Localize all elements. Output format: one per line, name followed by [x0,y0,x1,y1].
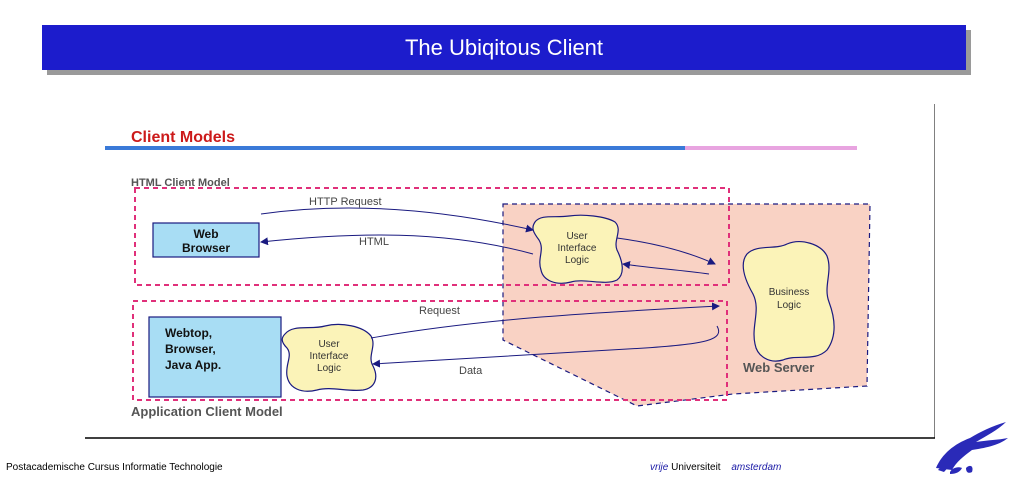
data-arrow [372,325,720,368]
application-client-model-box [132,300,728,401]
ui-logic-bottom-line1: User [318,339,340,350]
ui-logic-bottom-line2: Interface [310,351,349,362]
webtop-line1: Webtop, [165,326,212,340]
ui-logic-top-line1: User [566,231,588,242]
business-to-ui-arrow [622,261,710,275]
html-client-model-box [134,187,730,286]
footer-course: Postacademische Cursus Informatie Techno… [6,462,223,473]
request-arrow [370,302,720,339]
heading-underline-accent [685,146,857,150]
web-browser-line1: Web [193,227,218,241]
web-browser-line2: Browser [182,241,230,255]
webtop-line2: Browser, [165,342,216,356]
application-client-model-label: Application Client Model [131,404,283,419]
footer-vrije: vrije [650,462,669,473]
footer-amsterdam: amsterdam [731,462,782,473]
webtop-box [148,316,282,398]
web-browser-box [152,222,260,258]
title-bar: The Ubiqitous Client [42,25,966,70]
http-request-arrow [260,207,534,233]
ui-logic-bottom-line3: Logic [317,363,341,374]
client-models-diagram: Client Models HTML Client Model Applicat… [85,104,935,439]
business-logic-blob [742,241,835,362]
business-logic-line2: Logic [777,300,801,311]
business-logic-line1: Business [769,287,810,298]
heading: Client Models [131,129,235,146]
ui-to-business-arrow [616,237,716,265]
html-client-model-label: HTML Client Model [131,177,230,189]
data-label: Data [459,365,483,377]
slide-title: The Ubiqitous Client [404,34,604,60]
footer-universiteit: Universiteit [671,462,721,473]
html-label: HTML [359,236,389,248]
heading-underline [105,146,857,150]
griffin-logo [936,422,1008,474]
ui-logic-top-blob [532,214,623,284]
request-label: Request [419,305,460,317]
ui-logic-bottom-blob [281,323,377,392]
html-arrow [260,234,534,255]
ui-logic-top-line3: Logic [565,255,589,266]
webtop-line3: Java App. [165,358,221,372]
ui-logic-top-line2: Interface [558,243,597,254]
footer-university: vrije Universiteit amsterdam [650,462,781,473]
web-server-label: Web Server [743,360,814,375]
http-request-label: HTTP Request [309,196,382,208]
